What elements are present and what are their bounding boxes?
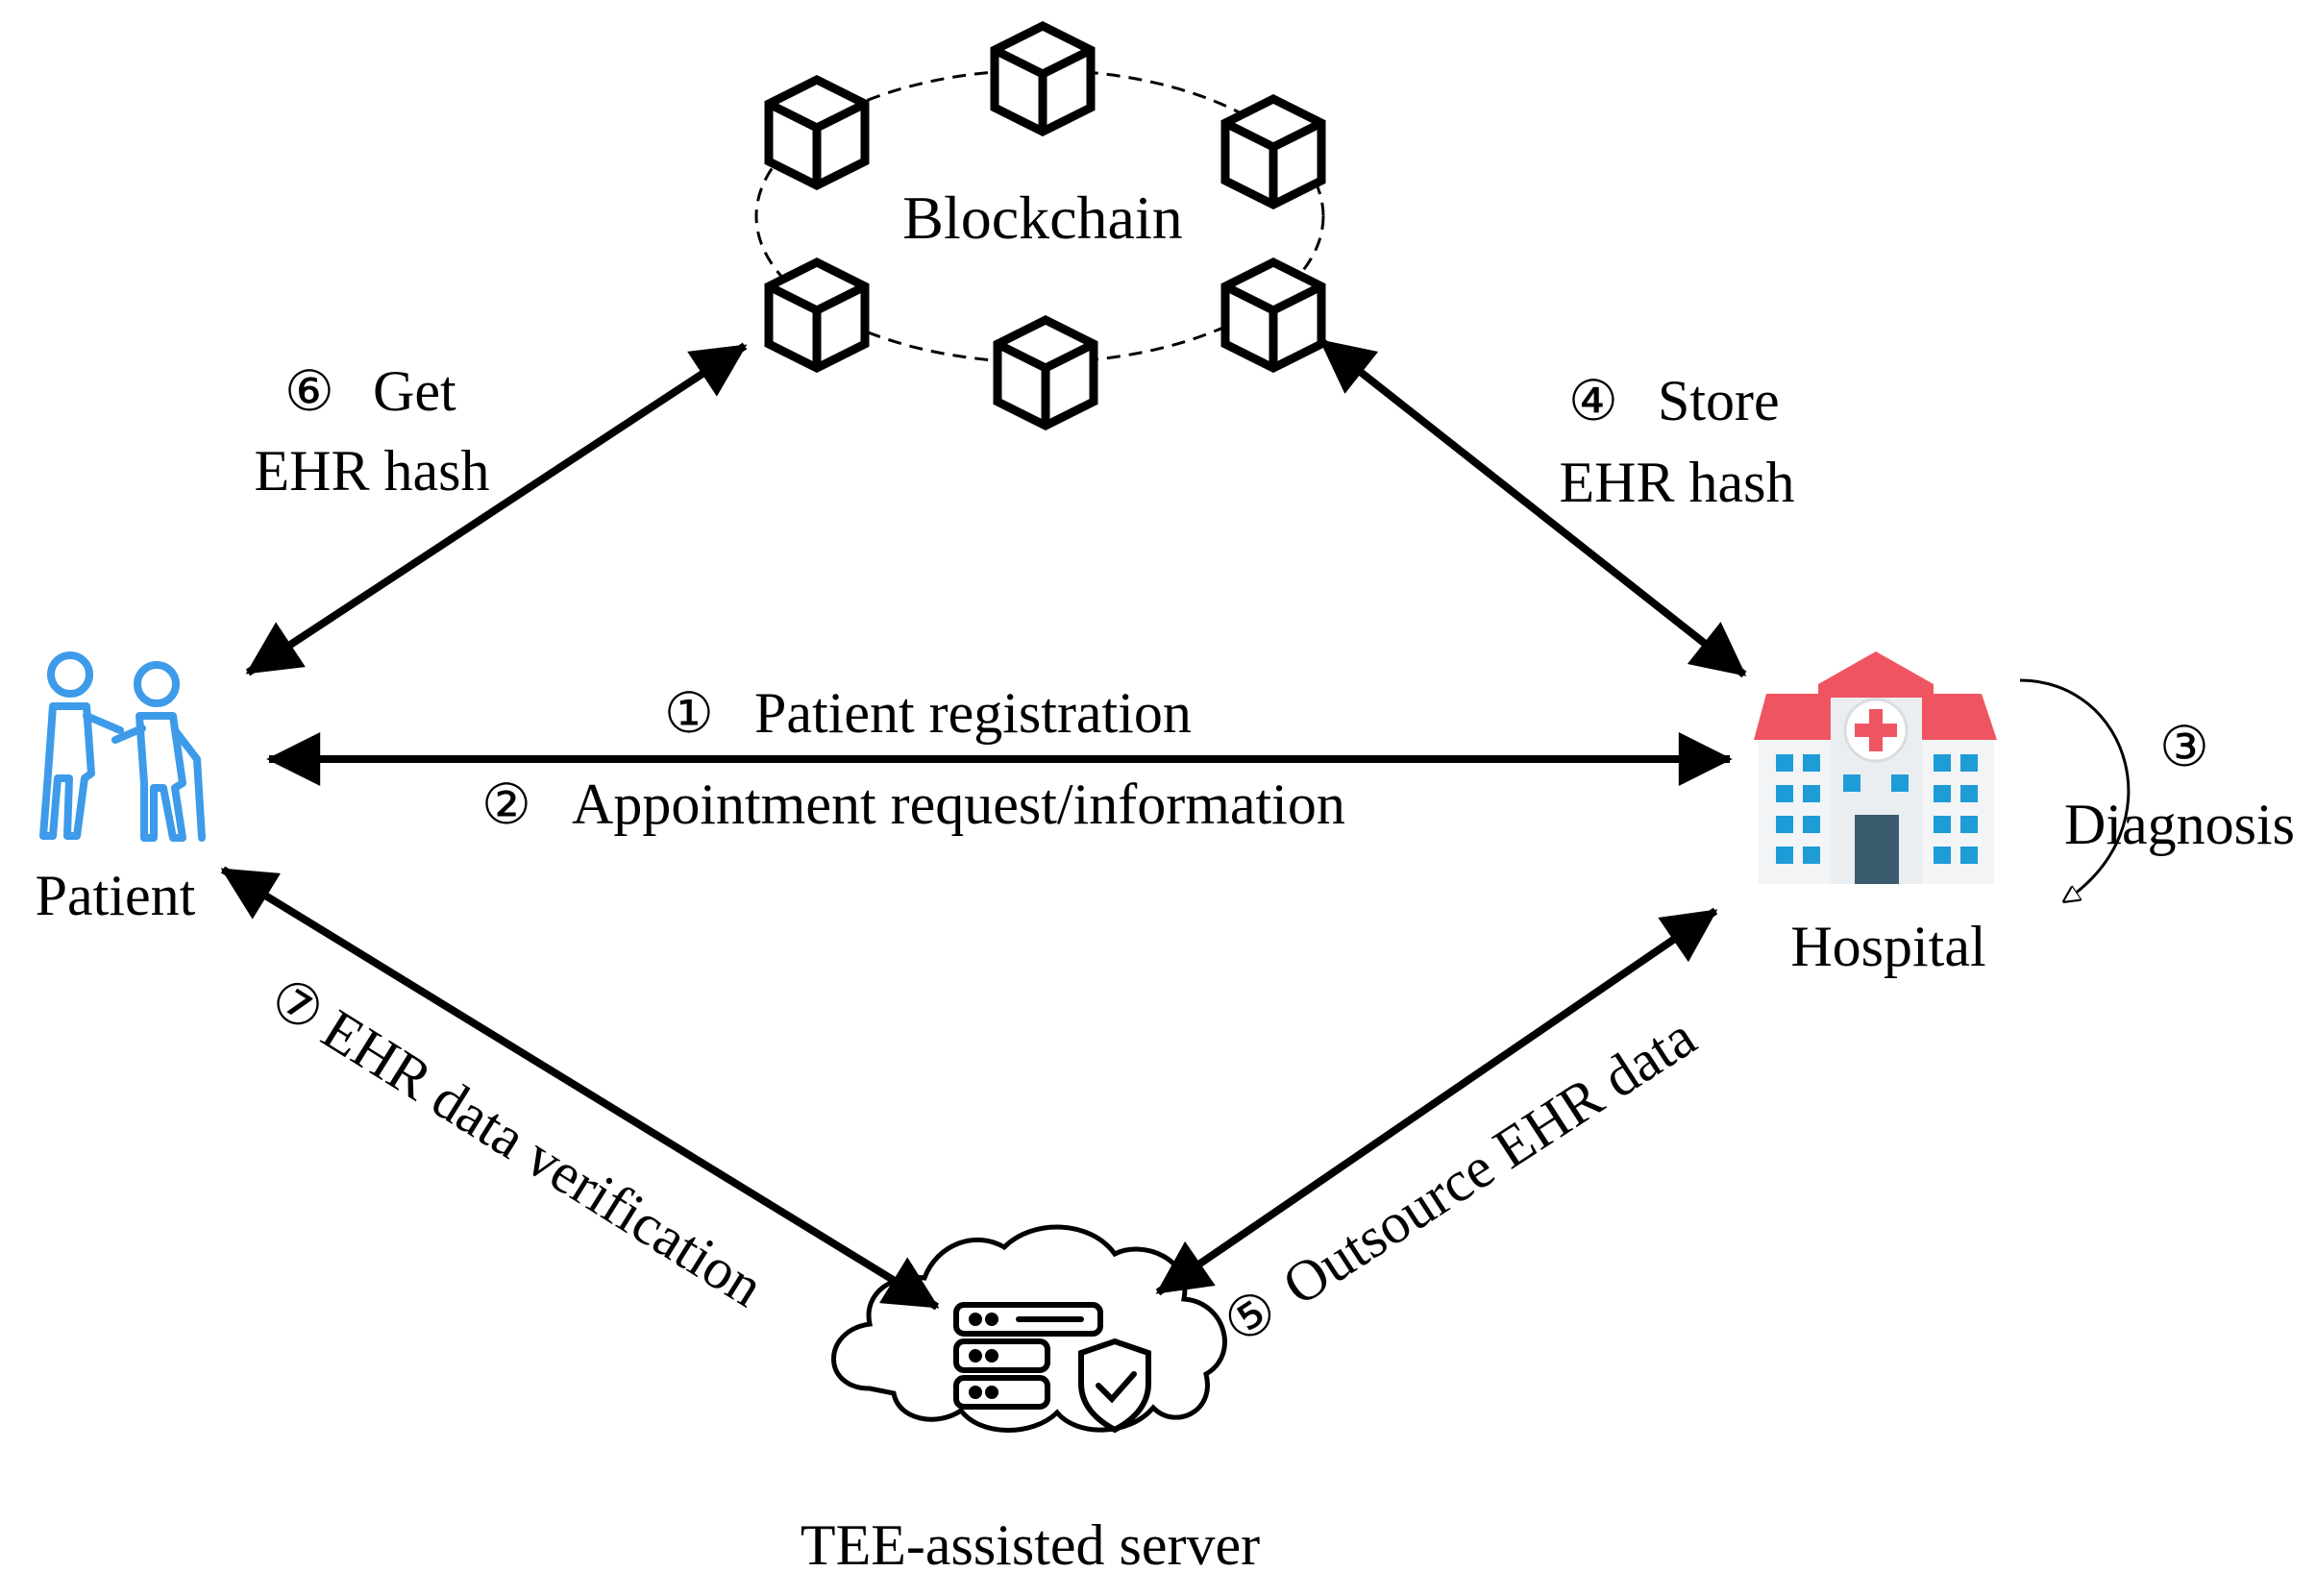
step-7-label: ⑦ EHR data verification bbox=[259, 964, 774, 1319]
shield-icon bbox=[1078, 1338, 1151, 1434]
cloud-shape bbox=[831, 1224, 1227, 1433]
arrow-patient-blockchain bbox=[245, 342, 748, 676]
step-3-label: ③ Diagnosis bbox=[2064, 714, 2295, 856]
step-6-line2: EHR hash bbox=[255, 439, 490, 503]
block-icon bbox=[769, 262, 865, 368]
step-1-text: Patient registration bbox=[754, 681, 1192, 745]
step-2-number: ② bbox=[481, 772, 531, 837]
step-4-number: ④ bbox=[1568, 368, 1618, 433]
step-7-text: EHR data verification bbox=[311, 997, 774, 1319]
step-4-line1: Store bbox=[1658, 369, 1780, 432]
server-icon bbox=[953, 1302, 1151, 1434]
hospital-node: Hospital bbox=[1754, 651, 1997, 978]
hospital-label: Hospital bbox=[1790, 915, 1985, 978]
check-icon bbox=[1096, 1371, 1137, 1404]
block-icon bbox=[1225, 99, 1321, 205]
step-3-number: ③ bbox=[2159, 714, 2209, 779]
step-5-label: ⑤ Outsource EHR data bbox=[1212, 1004, 1707, 1357]
block-icon bbox=[769, 80, 865, 185]
arrow-hospital-blockchain bbox=[1318, 337, 1747, 678]
step-6-label: ⑥ Get EHR hash bbox=[255, 358, 490, 503]
arrow-hospital-server bbox=[1155, 907, 1718, 1296]
step-5-text: Outsource EHR data bbox=[1271, 1004, 1706, 1317]
block-icon bbox=[995, 26, 1091, 132]
block-icon bbox=[1225, 262, 1321, 368]
blockchain-ring bbox=[754, 68, 1325, 364]
step-6-number: ⑥ bbox=[284, 358, 334, 424]
arrow-diagnosis-loop bbox=[2019, 678, 2131, 901]
step-4-line2: EHR hash bbox=[1560, 451, 1795, 514]
arrow-patient-server bbox=[220, 866, 940, 1311]
step-1-label: ① Patient registration bbox=[664, 680, 1192, 746]
step-3-text: Diagnosis bbox=[2064, 793, 2295, 856]
step-6-line1: Get bbox=[373, 359, 456, 423]
step-2-label: ② Appointment request/information bbox=[481, 772, 1345, 837]
step-1-number: ① bbox=[664, 680, 714, 746]
step-4-label: ④ Store EHR hash bbox=[1560, 368, 1795, 514]
patient-label: Patient bbox=[36, 864, 196, 927]
hospital-icon bbox=[1754, 651, 1997, 884]
patient-icon bbox=[39, 651, 206, 842]
blockchain-node: Blockchain bbox=[754, 26, 1325, 426]
patient-node: Patient bbox=[36, 651, 206, 927]
server-node: TEE-assisted server bbox=[801, 1224, 1260, 1577]
server-label: TEE-assisted server bbox=[801, 1513, 1260, 1577]
step-2-text: Appointment request/information bbox=[572, 773, 1345, 836]
blockchain-label: Blockchain bbox=[902, 184, 1182, 252]
block-icon bbox=[998, 320, 1094, 426]
